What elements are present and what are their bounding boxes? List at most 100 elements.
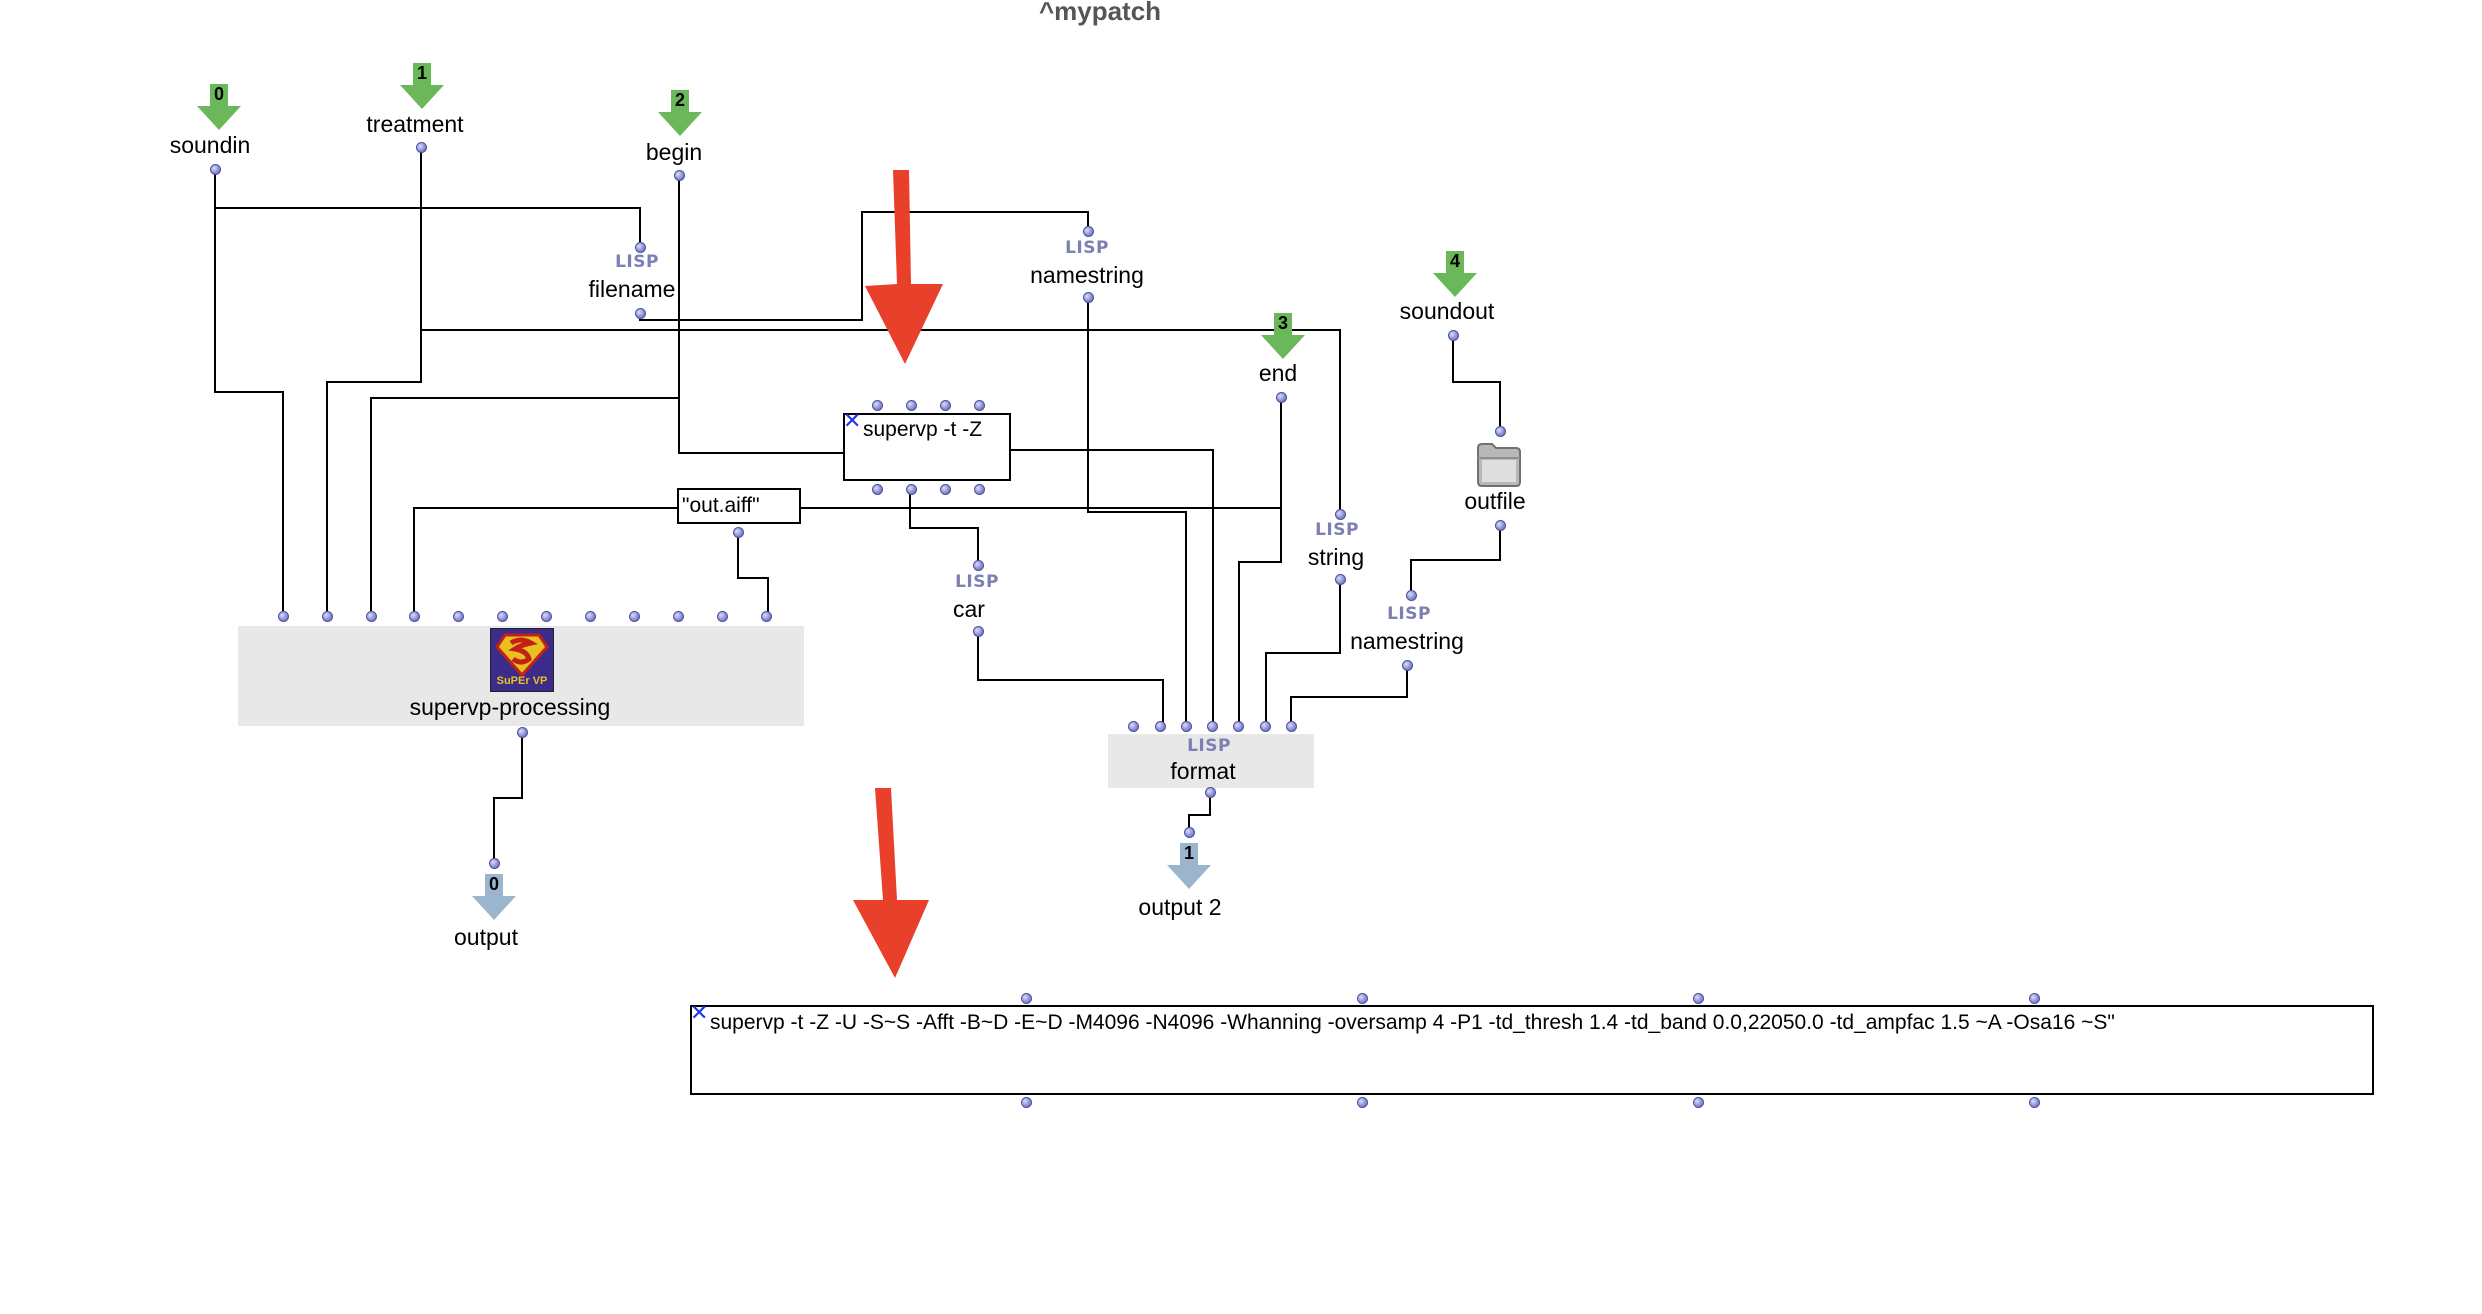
outlet-port[interactable]	[974, 484, 985, 495]
inlet-port[interactable]	[1286, 721, 1297, 732]
input-label: soundin	[169, 132, 251, 158]
inlet-port[interactable]	[489, 858, 500, 869]
inlet-port[interactable]	[1155, 721, 1166, 732]
folder-icon[interactable]	[1474, 440, 1524, 488]
inlet-port[interactable]	[2029, 993, 2040, 1004]
lock-icon[interactable]: ✕	[843, 409, 862, 434]
inlet-port[interactable]	[497, 611, 508, 622]
outlet-port[interactable]	[1205, 787, 1216, 798]
wire	[1265, 580, 1341, 727]
lisp-tag: LISP	[955, 572, 999, 592]
inlet-port[interactable]	[1181, 721, 1192, 732]
inlet-port[interactable]	[453, 611, 464, 622]
inlet-port[interactable]	[1184, 827, 1195, 838]
inlet-port[interactable]	[1233, 721, 1244, 732]
inlet-port[interactable]	[761, 611, 772, 622]
outlet-port[interactable]	[906, 484, 917, 495]
inlet-port[interactable]	[1021, 993, 1032, 1004]
patch-title: ^mypatch	[1038, 0, 1162, 26]
lock-icon[interactable]: ✕	[690, 1001, 709, 1026]
input-arrow-3[interactable]: 3	[1261, 313, 1305, 359]
output-arrow-1[interactable]: 1	[1167, 843, 1211, 889]
inlet-port[interactable]	[872, 400, 883, 411]
inlet-port[interactable]	[1083, 226, 1094, 237]
input-arrow-icon	[1433, 251, 1477, 297]
namestring-box[interactable]: namestring	[1030, 262, 1144, 288]
outlet-port[interactable]	[872, 484, 883, 495]
inlet-port[interactable]	[1335, 509, 1346, 520]
outlet-port[interactable]	[1693, 1097, 1704, 1108]
inlet-port[interactable]	[1495, 426, 1506, 437]
input-number: 3	[1277, 313, 1288, 333]
supervp-cmd-box[interactable]: supervp -t -Z	[843, 413, 1011, 481]
inlet-port[interactable]	[541, 611, 552, 622]
outlet-port[interactable]	[674, 170, 685, 181]
inlet-port[interactable]	[1207, 721, 1218, 732]
inlet-port[interactable]	[940, 400, 951, 411]
wire	[1452, 336, 1501, 432]
input-label: end	[1258, 360, 1298, 386]
folder-icon-graphic	[1477, 443, 1521, 487]
lisp-tag: LISP	[1187, 736, 1231, 756]
string-box[interactable]: string	[1307, 544, 1365, 570]
inlet-port[interactable]	[1357, 993, 1368, 1004]
wire	[493, 733, 523, 864]
input-number: 0	[213, 84, 224, 104]
car-box[interactable]: car	[953, 596, 985, 622]
inlet-port[interactable]	[1406, 590, 1417, 601]
inlet-port[interactable]	[1128, 721, 1139, 732]
output-arrow-icon	[472, 874, 516, 920]
inlet-port[interactable]	[973, 560, 984, 571]
filename-box[interactable]: filename	[588, 276, 676, 302]
output-arrow-0[interactable]: 0	[472, 874, 516, 920]
inlet-port[interactable]	[906, 400, 917, 411]
command-line-box[interactable]: supervp -t -Z -U -S~S -Afft -B~D -E~D -M…	[690, 1005, 2374, 1095]
outlet-port[interactable]	[733, 527, 744, 538]
superman-shield-icon	[495, 633, 549, 677]
outlet-port[interactable]	[1276, 392, 1287, 403]
input-arrow-4[interactable]: 4	[1433, 251, 1477, 297]
wire	[1410, 526, 1501, 596]
outlet-port[interactable]	[1335, 574, 1346, 585]
outlet-port[interactable]	[416, 142, 427, 153]
outlet-port[interactable]	[2029, 1097, 2040, 1108]
inlet-port[interactable]	[322, 611, 333, 622]
outlet-port[interactable]	[1021, 1097, 1032, 1108]
inlet-port[interactable]	[974, 400, 985, 411]
wire	[977, 632, 1164, 727]
inlet-port[interactable]	[409, 611, 420, 622]
input-arrow-0[interactable]: 0	[197, 84, 241, 130]
outlet-port[interactable]	[1357, 1097, 1368, 1108]
namestring-box[interactable]: namestring	[1350, 628, 1464, 654]
outlet-port[interactable]	[940, 484, 951, 495]
inlet-port[interactable]	[278, 611, 289, 622]
outlet-port[interactable]	[210, 164, 221, 175]
input-arrow-icon	[400, 63, 444, 109]
outlet-port[interactable]	[1402, 660, 1413, 671]
lisp-tag: LISP	[615, 252, 659, 272]
wire	[214, 170, 284, 616]
outlet-port[interactable]	[1495, 520, 1506, 531]
format-box[interactable]	[1108, 734, 1314, 788]
input-arrow-2[interactable]: 2	[658, 90, 702, 136]
input-arrow-1[interactable]: 1	[400, 63, 444, 109]
inlet-port[interactable]	[635, 242, 646, 253]
inlet-port[interactable]	[1260, 721, 1271, 732]
inlet-port[interactable]	[1693, 993, 1704, 1004]
wire	[370, 175, 680, 616]
outlet-port[interactable]	[1448, 330, 1459, 341]
outlet-port[interactable]	[973, 626, 984, 637]
inlet-port[interactable]	[629, 611, 640, 622]
outlet-port[interactable]	[635, 308, 646, 319]
inlet-port[interactable]	[585, 611, 596, 622]
annotation-arrow-icon	[853, 788, 929, 978]
out-aiff-value-box[interactable]: "out.aiff"	[677, 488, 801, 524]
outlet-port[interactable]	[1083, 292, 1094, 303]
outlet-port[interactable]	[517, 727, 528, 738]
inlet-port[interactable]	[366, 611, 377, 622]
out-aiff-text: "out.aiff"	[682, 494, 760, 517]
inlet-port[interactable]	[717, 611, 728, 622]
inlet-port[interactable]	[673, 611, 684, 622]
